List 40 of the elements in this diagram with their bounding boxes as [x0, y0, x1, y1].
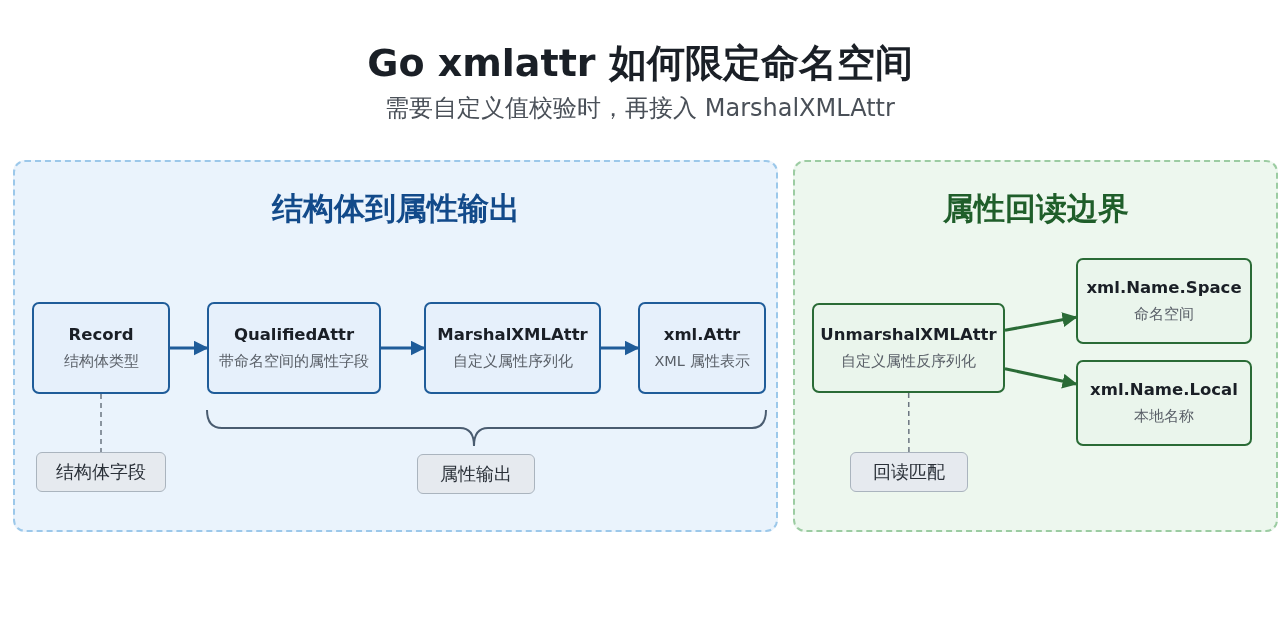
box-subtext: 本地名称 [1134, 407, 1194, 426]
tag-box [850, 452, 968, 492]
process-box [638, 302, 766, 394]
box-subtext: 命名空间 [1134, 305, 1194, 324]
dashed-connector [907, 392, 910, 453]
subtitle: 需要自定义值校验时，再接入 MarshalXMLAttr [384, 93, 896, 124]
process-box [32, 302, 170, 394]
group-panel [793, 160, 1278, 532]
box-subtext: 自定义属性反序列化 [841, 352, 976, 371]
box-subtext: 带命名空间的属性字段 [219, 352, 369, 371]
arrow [1004, 367, 1078, 389]
tag-box [36, 452, 166, 492]
title: Go xmlattr 如何限定命名空间 [366, 40, 914, 87]
box-subtext: 结构体类型 [63, 352, 139, 371]
process-box [1076, 360, 1252, 446]
tag-label: 结构体字段 [56, 460, 146, 484]
box-heading: MarshalXMLAttr [437, 325, 588, 344]
box-heading: xml.Name.Local [1090, 380, 1238, 399]
dashed-connector [100, 393, 102, 453]
group-panel [13, 160, 778, 532]
panel-heading: 属性回读边界 [941, 189, 1130, 228]
box-heading: UnmarshalXMLAttr [820, 325, 997, 344]
box-heading: Record [68, 325, 134, 344]
process-box [1076, 258, 1252, 344]
arrow [381, 340, 426, 356]
tag-label: 属性输出 [440, 462, 512, 486]
box-subtext: 自定义属性序列化 [452, 352, 573, 371]
box-subtext: XML 属性表示 [654, 352, 750, 371]
box-heading: QualifiedAttr [233, 325, 355, 344]
box-heading: xml.Name.Space [1086, 278, 1242, 297]
process-box [424, 302, 601, 394]
arrow [1004, 312, 1078, 332]
box-heading: xml.Attr [663, 325, 741, 344]
process-box [812, 303, 1005, 393]
tag-label: 回读匹配 [873, 460, 945, 484]
arrow [601, 340, 640, 356]
panel-heading: 结构体到属性输出 [270, 189, 521, 228]
arrow [170, 340, 209, 356]
process-box [207, 302, 381, 394]
tag-box [417, 454, 535, 494]
